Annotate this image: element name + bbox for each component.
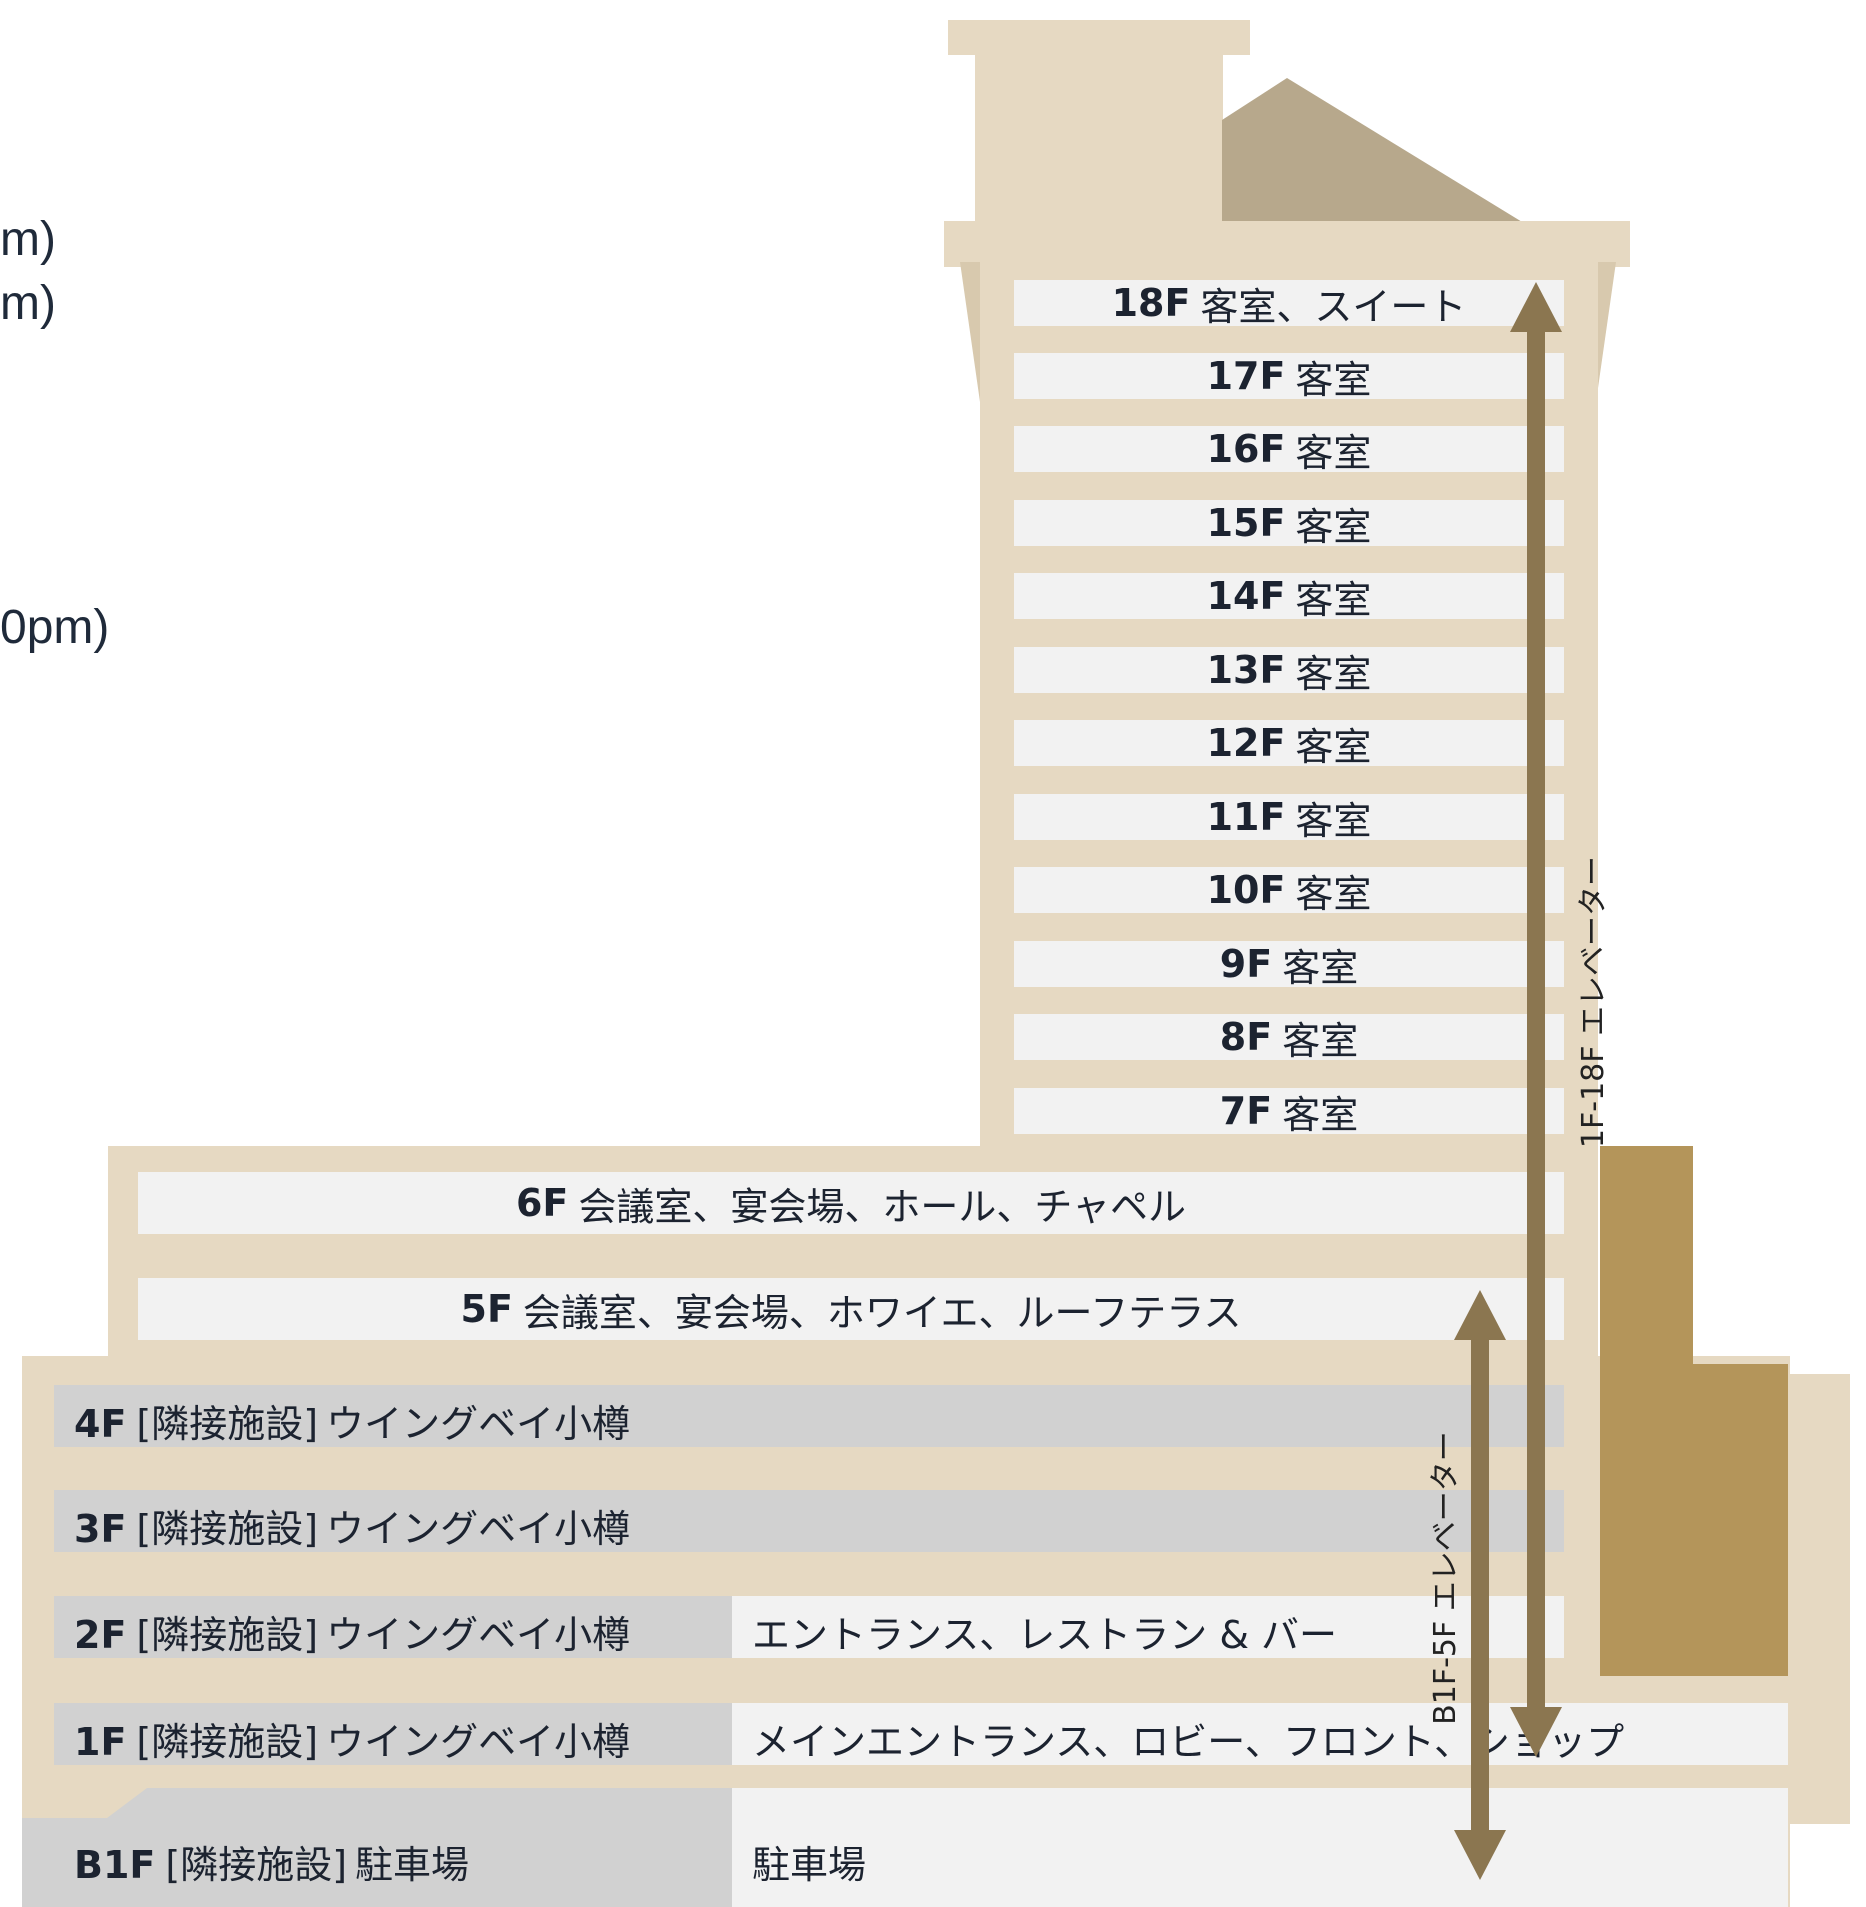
floor-strip-1f-hotel [732,1703,1788,1765]
floor-strip-1f-adjacent [54,1703,732,1765]
gold-block-low [1690,1364,1788,1676]
side-annex [1790,1374,1850,1824]
cut-text-1: m) [0,213,56,266]
floor-label-b1f-hotel: 駐車場 [752,1843,867,1887]
gold-block-tall [1600,1146,1693,1676]
elevator-label-main: 1F-18F エレベーター [1576,855,1611,1149]
roof-slope [1222,78,1532,228]
roof-cornice [944,221,1630,267]
floor-label-b1f: B1F[隣接施設]駐車場 [74,1843,470,1887]
tower-body [980,262,1598,1152]
floor-strip-2f-adjacent [54,1596,732,1658]
floor-strip-3f [54,1490,1564,1552]
elevator-arrow-main [1510,282,1562,1757]
floor-label-4f: 4F[隣接施設]ウイングベイ小樽 [74,1402,631,1446]
chimney-cap [948,20,1250,55]
elevator-label-low: B1F-5F エレベーター [1428,1431,1463,1725]
elevator-arrow-low [1454,1290,1506,1880]
floor-strip-b1f-hotel [732,1788,1788,1907]
floor-strip-4f [54,1385,1564,1447]
floor-label-3f: 3F[隣接施設]ウイングベイ小樽 [74,1507,631,1551]
floor-strip-2f-hotel [732,1596,1564,1658]
cut-text-2: m) [0,277,56,330]
cut-text-3: 0pm) [0,601,110,654]
floor-label-2f-hotel: エントランス、レストラン & バー [752,1613,1338,1657]
floor-label-2f: 2F[隣接施設]ウイングベイ小樽 [74,1613,631,1657]
chimney-body [975,54,1223,226]
floor-label-1f: 1F[隣接施設]ウイングベイ小樽 [74,1720,631,1764]
b1f-adjacent-block [22,1788,734,1907]
